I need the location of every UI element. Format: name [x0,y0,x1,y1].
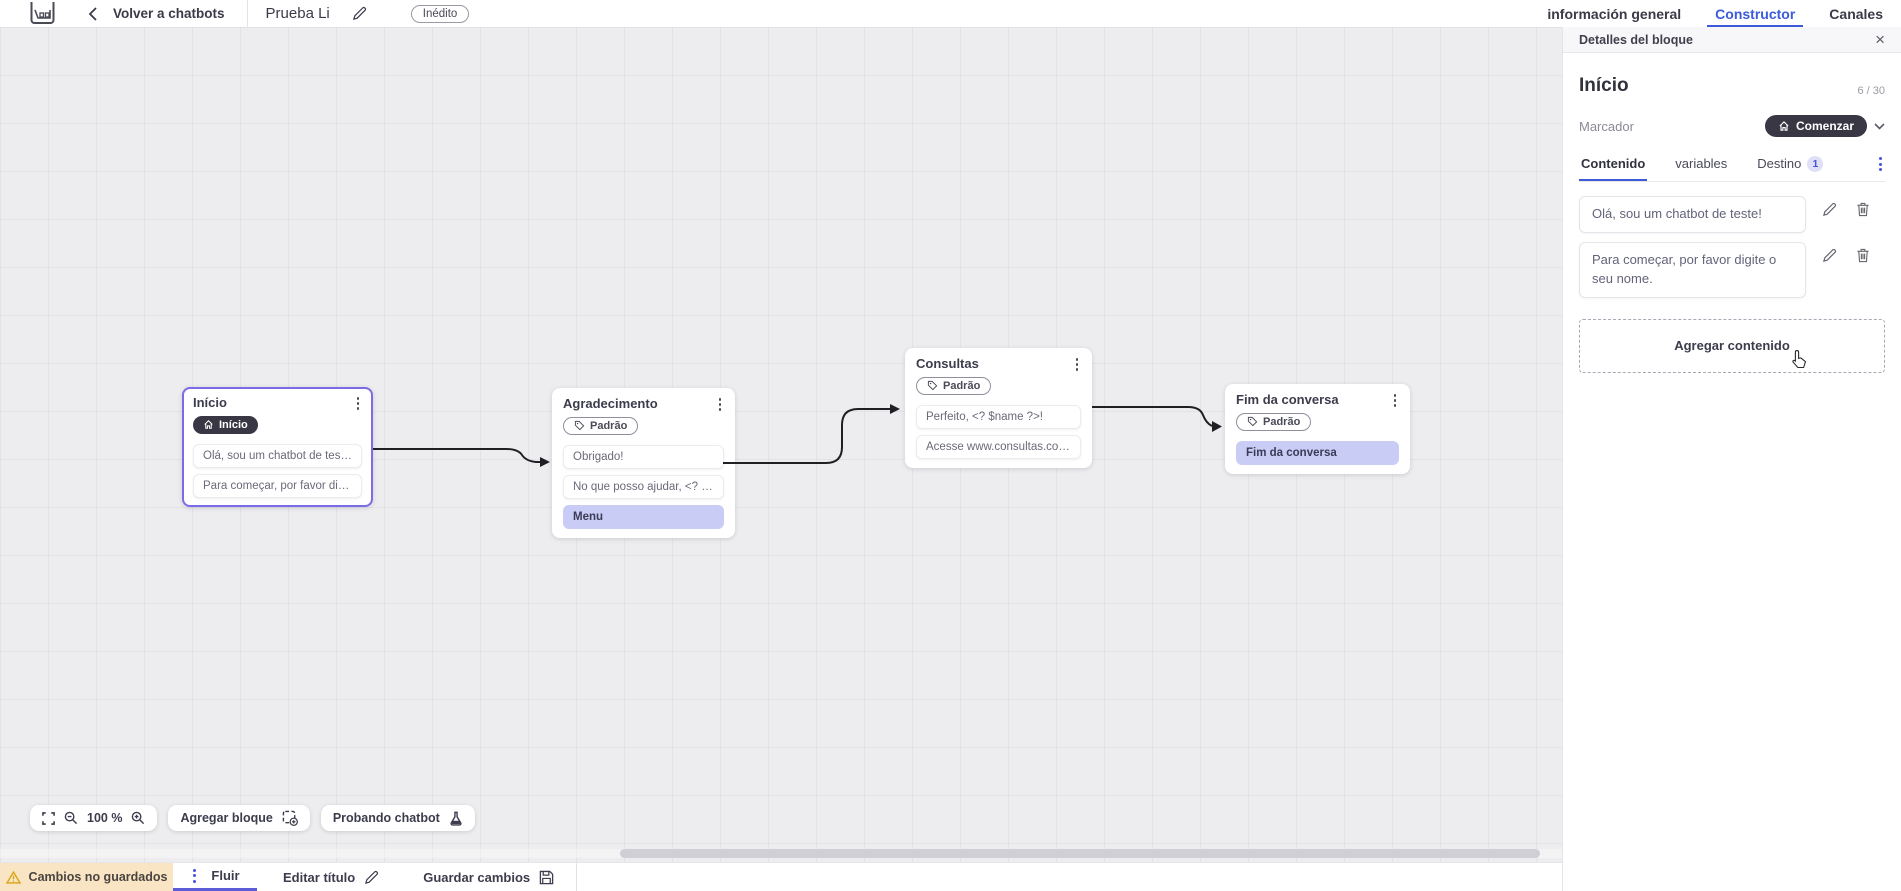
tag-pill: Padrão [1236,412,1312,431]
pencil-icon [364,870,379,885]
destino-count-badge: 1 [1807,155,1824,172]
node-title: Início [193,395,227,410]
unsaved-changes-warning: Cambios no guardados [0,863,173,891]
flask-icon [449,811,463,826]
zoom-level: 100 % [87,811,123,825]
content-card[interactable]: Olá, sou um chatbot de teste! [1579,196,1806,233]
marker-pill[interactable]: Comenzar [1764,115,1867,137]
node-menu-icon[interactable] [716,396,725,413]
tag-pill: Padrão [563,416,639,435]
chevron-left-icon [88,6,97,21]
node-menu-icon[interactable] [354,395,363,412]
tab-constructor[interactable]: Constructor [1707,0,1804,27]
node-consultas[interactable]: Consultas Padrão Perfeito, <? $name ?>! … [905,348,1092,468]
tag-label: Padrão [1263,415,1301,428]
node-message-item[interactable]: No que posso ajudar, <? $name ... [563,475,724,499]
node-message-item[interactable]: Obrigado! [563,445,724,469]
divider [246,0,248,27]
node-title: Agradecimento [563,396,658,411]
edit-content-icon[interactable] [1822,248,1837,263]
tag-label: Padrão [943,379,981,392]
node-menu-icon[interactable] [1073,356,1082,373]
zoom-controls: 100 % [30,805,158,831]
bottombar: Cambios no guardados Fluir Editar título… [0,862,1562,891]
app-logo [30,2,56,25]
save-changes-button[interactable]: Guardar cambios [423,863,554,891]
node-title: Consultas [916,356,979,371]
marker-label: Marcador [1579,118,1634,134]
close-icon[interactable]: × [1875,30,1885,49]
flow-canvas[interactable]: Início Início Olá, sou um chatbot de tes… [0,27,1562,862]
edit-chatbot-title-icon[interactable] [352,6,367,21]
node-message-item[interactable]: Acesse www.consultas.com par... [916,435,1081,459]
zoom-out-icon[interactable] [64,811,78,825]
tag-icon [1247,416,1258,427]
tag-pill: Padrão [916,376,992,395]
tag-label: Padrão [590,419,628,432]
panel-title: Detalles del bloque [1579,32,1693,47]
marker-value-label: Comenzar [1795,119,1854,133]
node-message-item[interactable]: Para começar, por favor digite o ... [193,474,362,498]
fullscreen-icon[interactable] [42,811,55,825]
node-message-item[interactable]: Perfeito, <? $name ?>! [916,405,1081,429]
tag-icon [927,380,938,391]
node-agradecimento[interactable]: Agradecimento Padrão Obrigado! No que po… [552,388,735,538]
block-name: Início [1579,75,1629,96]
chevron-down-icon[interactable] [1874,122,1885,130]
main-tabs: información general Constructor Canales [1547,0,1883,27]
back-label: Volver a chatbots [113,6,225,21]
home-icon [1778,120,1790,132]
canvas-scrollbar-track[interactable] [0,849,1562,858]
delete-content-icon[interactable] [1856,202,1870,217]
node-menu-icon[interactable] [1391,392,1400,409]
flow-tab-menu-icon[interactable] [190,867,199,885]
tab-variables[interactable]: variables [1675,156,1728,171]
back-button[interactable]: Volver a chatbots [88,6,225,21]
canvas-scrollbar-thumb[interactable] [620,849,1540,858]
edit-content-icon[interactable] [1822,202,1837,217]
warning-icon [5,870,21,884]
block-details-panel: Detalles del bloque × Início 6 / 30 Marc… [1562,27,1901,891]
zoom-in-icon[interactable] [131,811,145,825]
tab-fluir[interactable]: Fluir [173,863,257,891]
content-card[interactable]: Para começar, por favor digite o seu nom… [1579,241,1806,298]
test-chatbot-label: Probando chatbot [332,811,440,825]
panel-header: Detalles del bloque × [1563,27,1901,53]
delete-content-icon[interactable] [1856,248,1870,263]
divider [576,863,578,891]
tab-contenido[interactable]: Contenido [1579,156,1648,181]
add-block-button[interactable]: Agregar bloque [168,805,310,831]
test-chatbot-button[interactable]: Probando chatbot [320,805,475,831]
node-message-item[interactable]: Olá, sou um chatbot de teste! [193,444,362,468]
topbar: Volver a chatbots Prueba Li Inédito info… [0,0,1901,27]
status-badge: Inédito [410,4,470,23]
block-name-counter: 6 / 30 [1857,85,1885,97]
home-icon [203,419,214,430]
tag-icon [574,420,585,431]
add-content-button[interactable]: Agregar contenido [1579,318,1885,373]
edit-title-button[interactable]: Editar título [283,863,379,891]
add-block-label: Agregar bloque [180,811,273,825]
start-marker-pill: Início [193,415,258,434]
canvas-toolbar: 100 % Agregar bloque Probando chatbot [30,805,475,831]
node-action-item[interactable]: Menu [563,505,724,529]
chatbot-title: Prueba Li [265,5,330,22]
tab-canales[interactable]: Canales [1829,5,1883,22]
node-fim-da-conversa[interactable]: Fim da conversa Padrão Fim da conversa [1225,384,1410,474]
node-action-item[interactable]: Fim da conversa [1236,441,1399,465]
save-icon [539,870,554,885]
node-inicio[interactable]: Início Início Olá, sou um chatbot de tes… [182,387,373,507]
panel-menu-icon[interactable] [1876,155,1885,173]
node-title: Fim da conversa [1236,392,1339,407]
warning-label: Cambios no guardados [28,870,168,884]
tab-informacion-general[interactable]: información general [1547,5,1682,22]
start-marker-label: Início [219,418,248,431]
add-block-icon [282,810,298,826]
